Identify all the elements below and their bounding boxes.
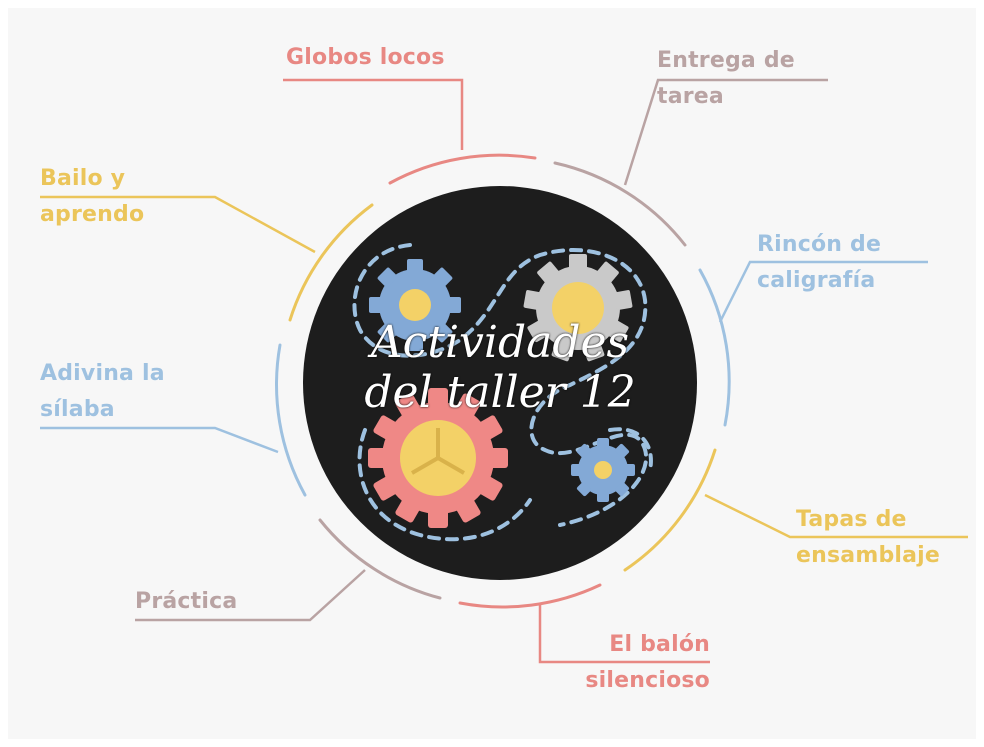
dashed-paths (352, 243, 653, 542)
connector-lines (40, 78, 968, 664)
activity-adivina-la-silaba: Adivina la sílaba (40, 361, 165, 422)
connector-bailo-y-aprendo (40, 195, 316, 254)
arc-mauve-top (553, 161, 687, 247)
diagram-title: Actividades del taller 12 (364, 317, 636, 418)
arc-blue-left (275, 343, 307, 497)
connector-rincon-de-caligrafia (718, 260, 928, 323)
arc-yellow-right (623, 448, 717, 572)
activity-tapas-de-ensamblaje: Tapas de ensamblaje (796, 507, 941, 568)
arc-mauve-bottom (318, 518, 442, 600)
connector-el-balon-silencioso (538, 605, 710, 664)
activity-el-balon-silencioso: El balón silencioso (585, 632, 710, 693)
connector-globos-locos (283, 78, 464, 150)
connector-entrega-de-tarea (623, 78, 828, 186)
activity-globos-locos: Globos locos (286, 45, 445, 70)
gear-icon-pink (368, 388, 508, 528)
activity-entrega-de-tarea: Entrega de tarea (657, 48, 795, 109)
activity-bailo-y-aprendo: Bailo y aprendo (40, 166, 145, 227)
arc-pink-bottom (458, 583, 602, 609)
connector-adivina-la-silaba (40, 426, 279, 454)
arc-yellow-left (288, 203, 374, 322)
arc-pink-top (388, 153, 537, 185)
activity-rincon-de-caligrafia: Rincón de caligrafía (757, 232, 882, 293)
gear-icon-blue-small (571, 438, 635, 502)
gear-icon-gray (523, 254, 633, 362)
connector-tapas-de-ensamblaje (704, 493, 968, 539)
arc-blue-right (698, 268, 731, 427)
gear-icon-blue (369, 259, 461, 351)
activity-practica: Práctica (135, 589, 238, 614)
connector-practica (135, 569, 366, 622)
outer-ring-arcs (275, 153, 731, 609)
